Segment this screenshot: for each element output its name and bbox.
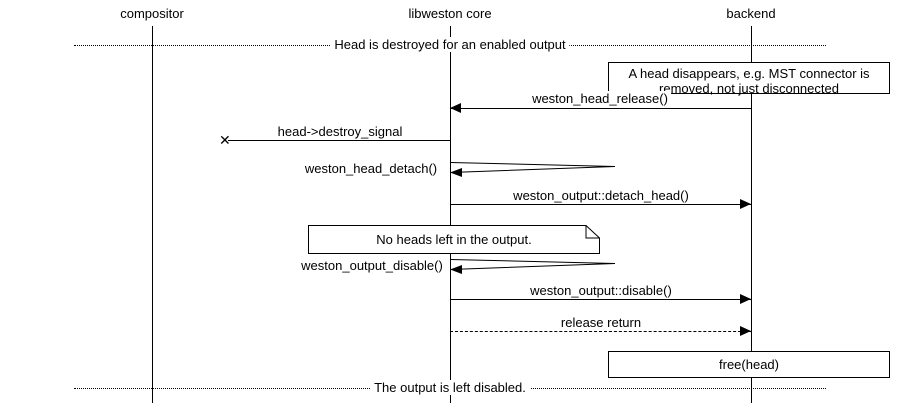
note-no-heads-left: No heads left in the output. [308, 225, 600, 254]
lifeline-libweston-core [450, 26, 451, 403]
message-label-weston-head-release: weston_head_release() [529, 91, 671, 106]
message-label-weston-output-detach-head: weston_output::detach_head() [510, 188, 692, 203]
self-loop-shape-2 [450, 259, 616, 274]
arrowhead-weston-output-detach-head [740, 199, 751, 209]
message-line-weston-head-release [450, 108, 751, 109]
arrowhead-weston-head-release [450, 103, 461, 113]
divider-label-top: Head is destroyed for an enabled output [330, 37, 570, 52]
message-label-weston-output-disable-backend: weston_output::disable() [527, 283, 675, 298]
actor-label-backend: backend [726, 6, 776, 21]
message-label-head-destroy-signal: head->destroy_signal [274, 124, 406, 139]
note-shape-folded [308, 225, 600, 254]
actor-label-libweston-core: libweston core [408, 6, 492, 21]
message-label-release-return: release return [557, 315, 645, 330]
note-no-heads-left-text: No heads left in the output. [376, 232, 532, 247]
divider-label-bottom: The output is left disabled. [370, 380, 530, 395]
message-label-weston-head-detach: weston_head_detach() [301, 161, 441, 176]
self-message-weston-head-detach [450, 160, 620, 189]
lifeline-compositor [152, 26, 153, 403]
lost-message-x-icon: ✕ [219, 132, 231, 148]
message-line-weston-output-detach-head [450, 204, 751, 205]
arrowhead-weston-output-disable-backend [740, 294, 751, 304]
self-message-weston-output-disable [450, 257, 620, 286]
message-line-weston-output-disable-backend [450, 299, 751, 300]
self-loop-shape [450, 162, 616, 177]
actor-label-compositor: compositor [120, 6, 184, 21]
note-mst-line1: A head disappears, e.g. MST connector is [628, 66, 870, 81]
message-label-weston-output-disable: weston_output_disable() [298, 258, 446, 273]
note-mst-line2: removed, not just disconnected [659, 81, 839, 96]
message-line-release-return [450, 331, 751, 332]
note-free-head: free(head) [608, 351, 890, 378]
note-free-head-text: free(head) [719, 357, 779, 372]
message-line-head-destroy-signal [228, 140, 450, 141]
lifeline-backend [751, 26, 752, 403]
arrowhead-release-return [740, 326, 751, 336]
note-mst-connector: A head disappears, e.g. MST connector is… [608, 62, 890, 96]
